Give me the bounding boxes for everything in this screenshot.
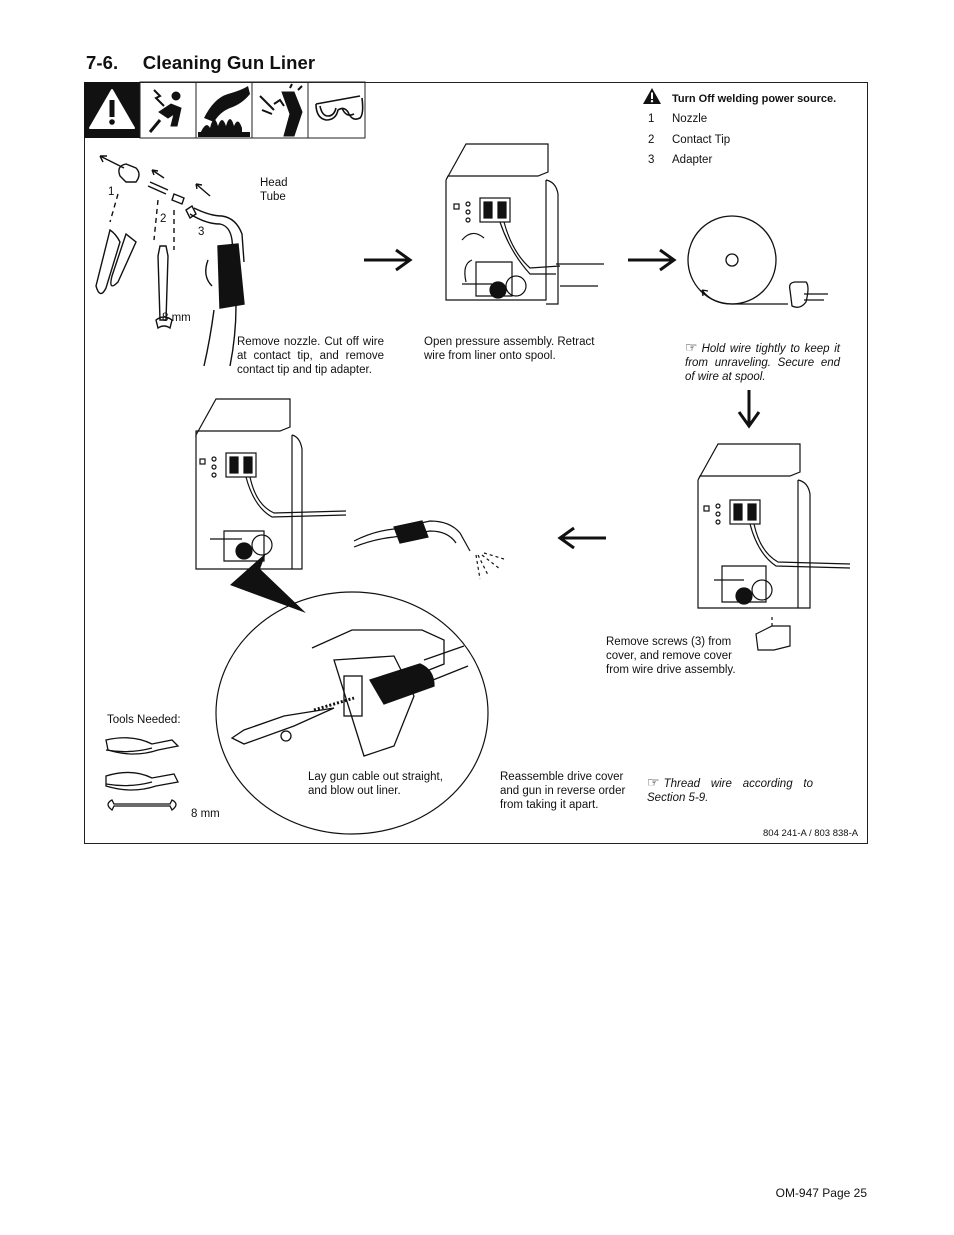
tools-heading: Tools Needed: <box>107 714 181 726</box>
callout-1: 1 <box>108 186 115 198</box>
note-thread-wire: ☞Thread wire according to Section 5-9. <box>647 774 813 804</box>
drive-detail-magnified-illustration <box>215 591 489 835</box>
callout-2: 2 <box>160 213 167 225</box>
page-footer: OM-947 Page 25 <box>775 1186 867 1200</box>
pliers-icon <box>105 771 179 791</box>
arrow-right-icon <box>364 248 413 272</box>
safety-icon-strip <box>84 81 366 139</box>
hot-parts-icon <box>198 86 250 137</box>
note-hand-icon: ☞ <box>685 339 698 355</box>
arrow-right-icon <box>628 248 677 272</box>
diagonal-cutter-icon <box>105 737 180 755</box>
step-remove-screws: Remove screws (3) from cover, and remove… <box>606 636 736 676</box>
electric-shock-icon <box>148 89 182 133</box>
callout-3: 3 <box>198 226 205 238</box>
welder-open-pressure-illustration <box>445 143 604 305</box>
step-reassemble: Reassemble drive cover and gun in revers… <box>500 771 626 811</box>
step-open-pressure: Open pressure assembly. Retract wire fro… <box>424 336 595 362</box>
tools-wrench-size: 8 mm <box>191 808 220 820</box>
arc-rays-icon <box>259 83 303 137</box>
warning-triangle-small-icon <box>643 88 661 104</box>
step-remove-nozzle: Remove nozzle. Cut off wire at contact t… <box>237 336 384 376</box>
callout-head-tube: Head Tube <box>260 177 288 203</box>
welder-gun-disconnected-illustration <box>195 398 505 613</box>
welder-remove-cover-illustration <box>697 443 851 651</box>
arrow-left-icon <box>557 526 606 550</box>
section-number: 7-6. <box>86 52 119 73</box>
figure-id: 804 241-A / 803 838-A <box>763 828 859 839</box>
note-hand-icon: ☞ <box>647 774 660 790</box>
wrench-icon <box>107 799 177 811</box>
arrow-down-icon <box>737 390 761 429</box>
tools-needed-illustration <box>105 737 180 811</box>
step-blow-out-liner: Lay gun cable out straight, and blow out… <box>308 771 443 797</box>
figure-frame <box>84 82 868 844</box>
note-hold-wire: ☞Hold wire tightly to keep it from unrav… <box>685 339 840 383</box>
warning-heading: Turn Off welding power source. <box>672 93 837 105</box>
section-title: 7-6. Cleaning Gun Liner <box>86 52 315 74</box>
safety-glasses-icon <box>315 95 364 121</box>
gun-disassembly-illustration: . <box>95 155 245 367</box>
warning-triangle-icon <box>89 89 135 129</box>
callout-wrench-size: 8 mm <box>162 312 191 324</box>
section-heading: Cleaning Gun Liner <box>142 52 316 73</box>
wire-spool-illustration <box>687 215 828 308</box>
